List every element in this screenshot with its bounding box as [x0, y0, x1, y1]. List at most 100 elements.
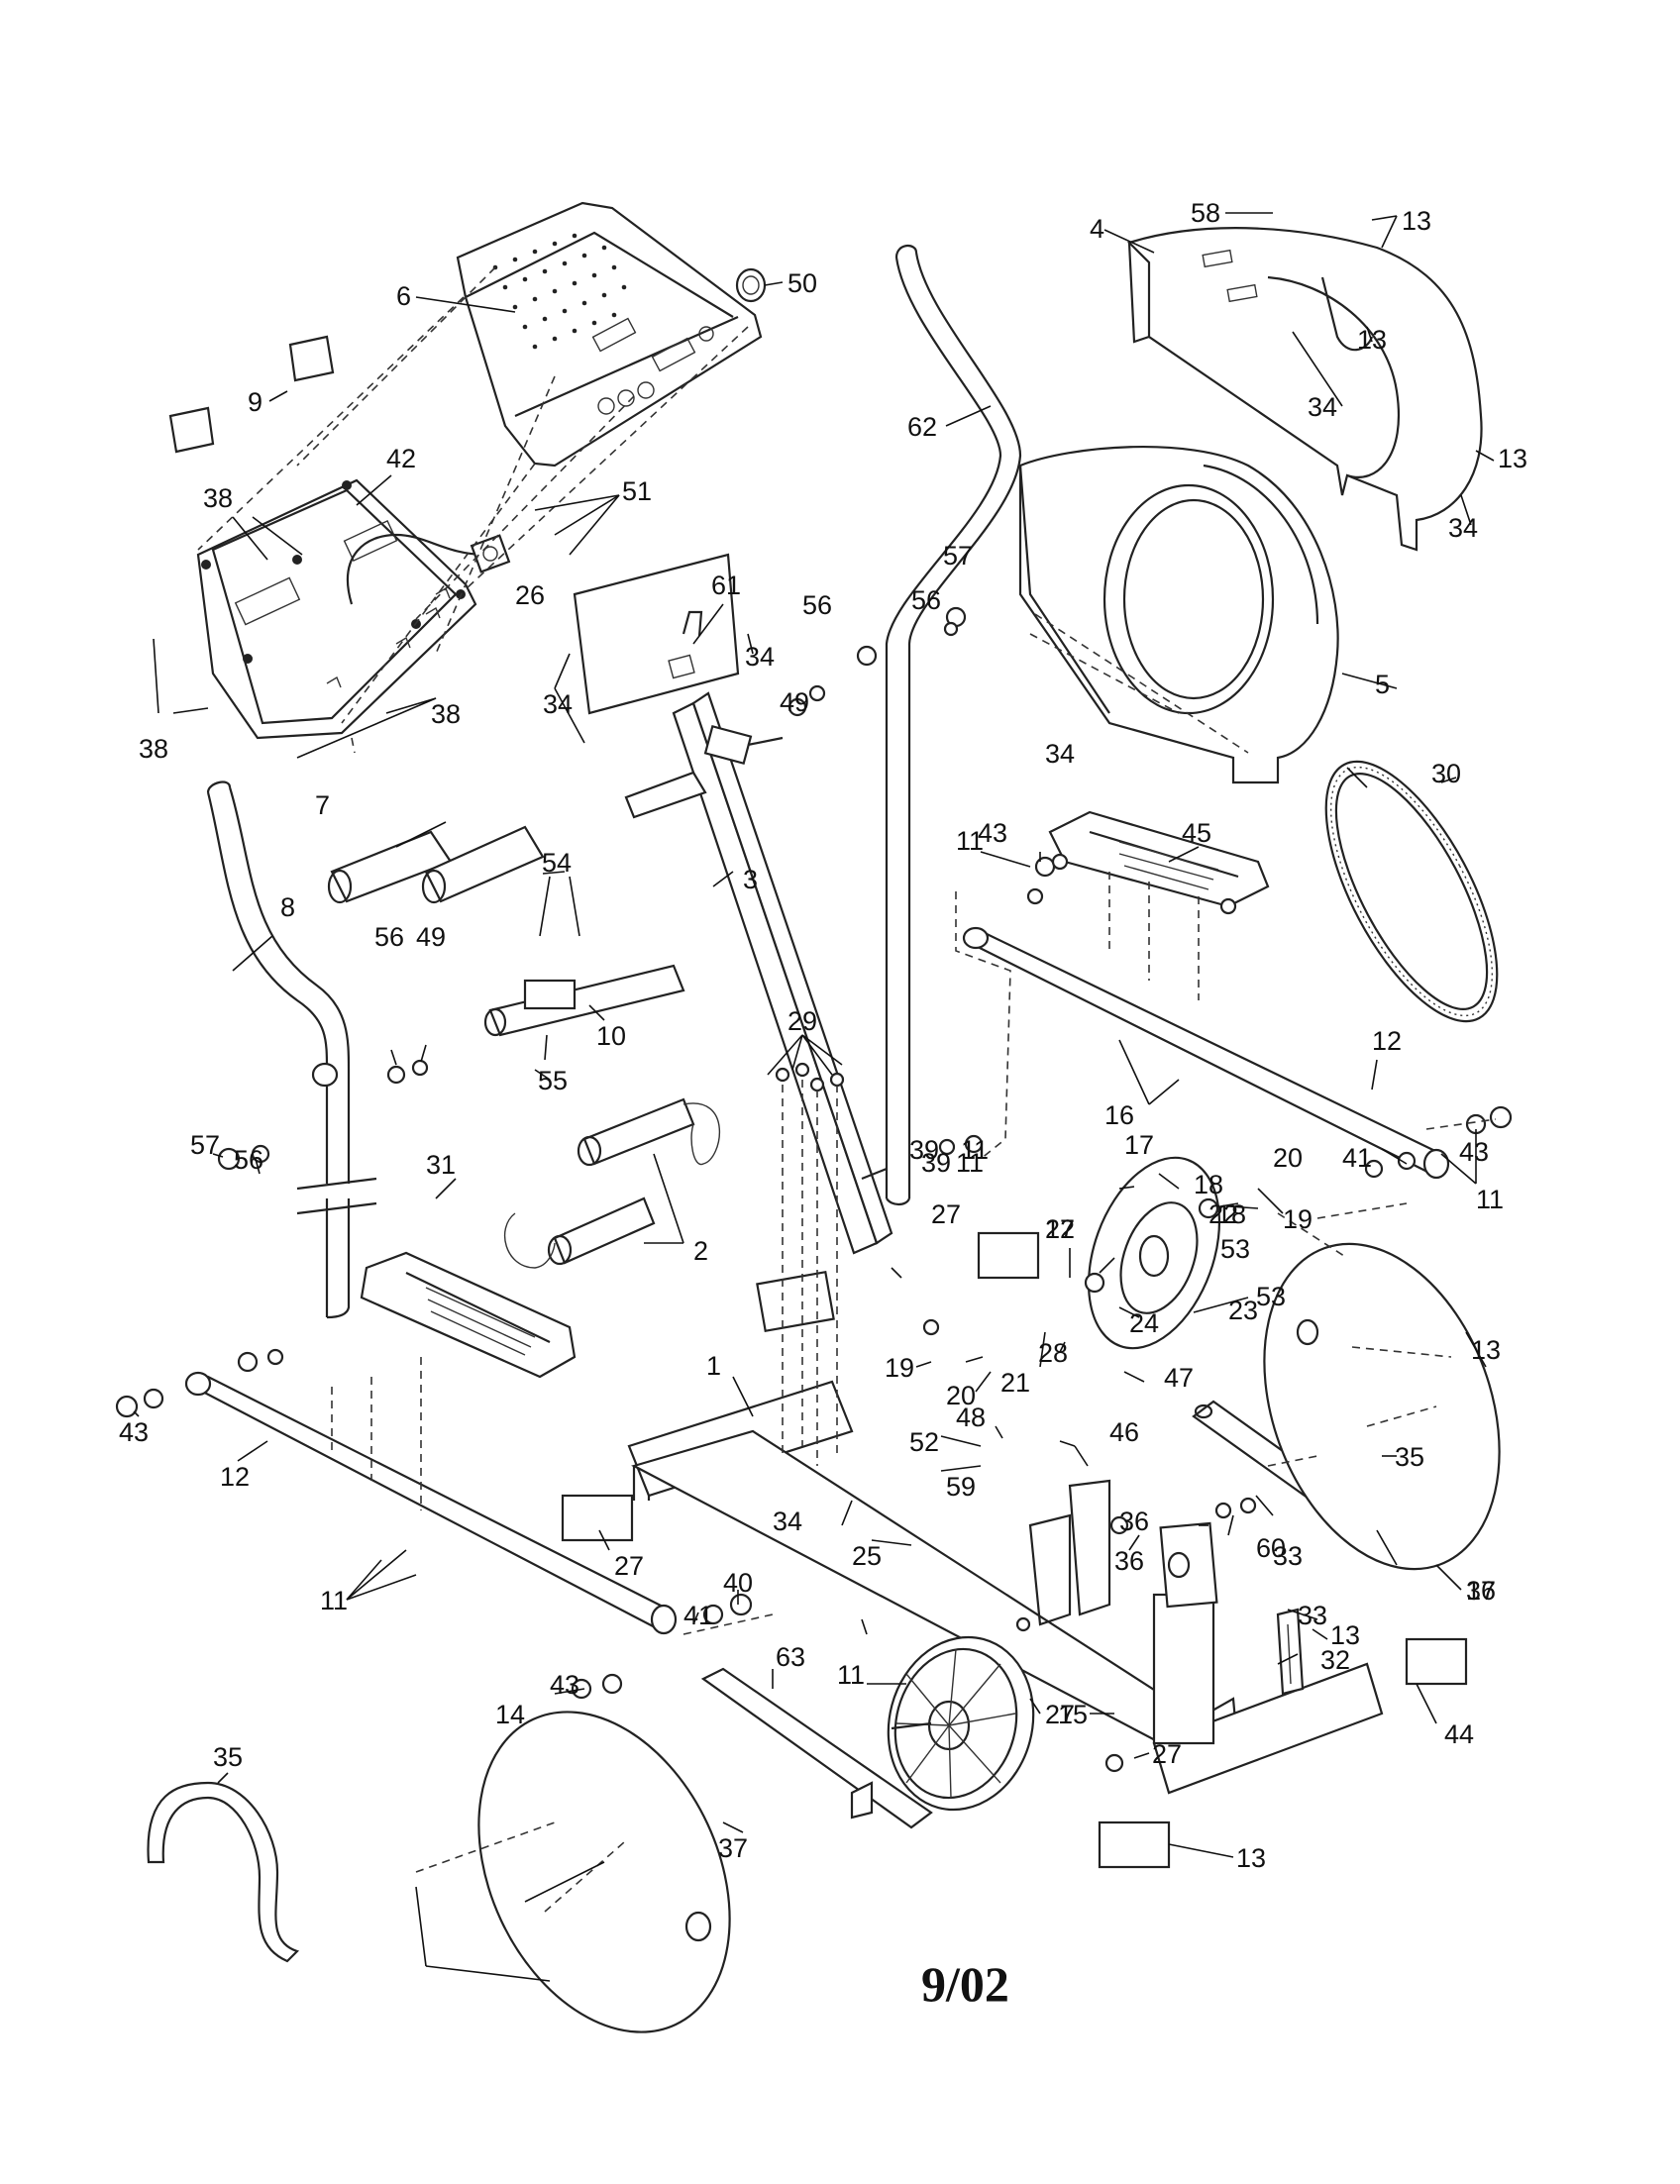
- left-handlebar-part-8: [206, 780, 377, 1319]
- callout-label: 39: [921, 1148, 951, 1178]
- callout-label: 49: [416, 922, 446, 952]
- callout-label: 56: [802, 590, 832, 620]
- callout-label: 53: [1220, 1234, 1250, 1264]
- callout-label: 15: [1058, 1700, 1088, 1729]
- assembly-dashed-lines: [331, 613, 1497, 1913]
- callout-label: 43: [119, 1417, 149, 1447]
- callout-label: 62: [907, 412, 937, 442]
- callout-label: 50: [788, 268, 817, 298]
- callout-label: 49: [780, 687, 809, 717]
- callout-label: 11: [837, 1660, 865, 1690]
- callout-label: 56: [374, 922, 404, 952]
- handle-tube-part-10: [483, 964, 685, 1037]
- callout-label: 18: [1194, 1170, 1223, 1199]
- callout-label: 33: [1273, 1541, 1303, 1571]
- callout-label: 13: [1357, 325, 1387, 355]
- callout-label: 40: [723, 1568, 753, 1598]
- callout-label: 57: [190, 1130, 220, 1160]
- callout-label: 53: [1256, 1282, 1286, 1311]
- callout-label: 35: [1395, 1442, 1424, 1472]
- upright-tube-part-3: [573, 553, 893, 1255]
- base-crossbar-part-7: [624, 771, 707, 819]
- callout-label: 63: [776, 1642, 805, 1672]
- callout-label: 43: [978, 818, 1007, 848]
- left-pedal-arm-part-12: [184, 1371, 678, 1635]
- callout-label: 36: [1114, 1546, 1144, 1576]
- grip-sensors-part-2: [504, 1097, 720, 1269]
- callout-label: 34: [773, 1507, 802, 1536]
- callout-label: 16: [1466, 1576, 1496, 1606]
- callout-label: 20: [1273, 1143, 1303, 1173]
- callout-label: 18: [1216, 1199, 1246, 1229]
- callout-label: 14: [495, 1700, 525, 1729]
- callout-label: 58: [1191, 198, 1220, 228]
- callout-label: 8: [280, 892, 295, 922]
- callout-label: 19: [885, 1353, 914, 1383]
- callout-label: 22: [1045, 1214, 1075, 1244]
- callout-label: 12: [1372, 1026, 1402, 1056]
- callout-label: 13: [1498, 444, 1527, 473]
- callout-label: 6: [396, 281, 411, 311]
- callout-label: 38: [139, 734, 168, 764]
- callout-label: 21: [1000, 1368, 1030, 1398]
- callout-label: 60: [1256, 1533, 1286, 1563]
- callout-label: 11: [320, 1586, 348, 1615]
- callout-label: 39: [909, 1135, 939, 1165]
- callout-label: 7: [315, 790, 330, 820]
- callout-label: 34: [1308, 392, 1337, 422]
- disc-cover-part-37-right: [1263, 1242, 1501, 1571]
- drive-belt-part-30: [1324, 760, 1499, 1023]
- callout-leaders: [133, 212, 1495, 1982]
- callout-label: 34: [1448, 513, 1478, 543]
- callout-label: 11: [1476, 1185, 1504, 1214]
- left-shield-part-5: [1018, 445, 1339, 784]
- callout-label: 38: [203, 483, 233, 513]
- callout-label: 47: [1164, 1363, 1194, 1393]
- callout-label: 28: [1038, 1338, 1068, 1368]
- callout-label: 48: [956, 1403, 986, 1432]
- callout-label: 17: [1124, 1130, 1154, 1160]
- callout-label: 45: [1182, 818, 1211, 848]
- upper-arm-tubes-part-7: [327, 825, 545, 904]
- flywheel-part-32: [887, 1635, 1035, 1812]
- guard-part-14: [147, 1781, 300, 1963]
- callout-label: 12: [220, 1462, 250, 1492]
- callout-label: 13: [1402, 206, 1431, 236]
- callout-label: 13: [1236, 1843, 1266, 1873]
- callout-label: 43: [550, 1670, 579, 1700]
- callout-label: 11: [956, 1148, 984, 1178]
- callout-label: 34: [543, 689, 573, 719]
- callout-label: 46: [1109, 1417, 1139, 1447]
- callout-label: 56: [234, 1145, 263, 1175]
- callout-label: 37: [1466, 1576, 1496, 1606]
- callout-label: 1: [706, 1351, 721, 1381]
- callout-label: 38: [431, 699, 461, 729]
- callout-label: 19: [1283, 1204, 1312, 1234]
- callout-label: 24: [1129, 1308, 1159, 1338]
- main-frame-part-1: [627, 1271, 1384, 1795]
- callout-label: 43: [1459, 1137, 1489, 1167]
- callout-label: 3: [743, 865, 758, 894]
- callout-label: 31: [426, 1150, 456, 1180]
- callout-label: 30: [1431, 759, 1461, 788]
- callout-label: 54: [542, 848, 572, 878]
- callout-label: 27: [614, 1551, 644, 1581]
- callout-label: 51: [622, 476, 652, 506]
- callout-label: 4: [1090, 214, 1104, 244]
- callout-label: 55: [538, 1066, 568, 1095]
- callout-label: 34: [745, 642, 775, 672]
- callout-label: 44: [1444, 1719, 1474, 1749]
- callout-label: 26: [515, 580, 545, 610]
- callout-label: 5: [1375, 670, 1390, 699]
- callout-label: 29: [788, 1006, 817, 1036]
- pulley-part-23: [1087, 1156, 1221, 1350]
- callout-label: 34: [1045, 739, 1075, 769]
- end-caps-part-27: [561, 1231, 1468, 1869]
- callout-label: 22: [1208, 1199, 1238, 1229]
- callout-label: 56: [911, 585, 941, 615]
- speed-sensor-part-26: [470, 534, 511, 573]
- callout-label: 2: [693, 1236, 708, 1266]
- callout-label: 37: [718, 1833, 748, 1863]
- callout-label: 42: [386, 444, 416, 473]
